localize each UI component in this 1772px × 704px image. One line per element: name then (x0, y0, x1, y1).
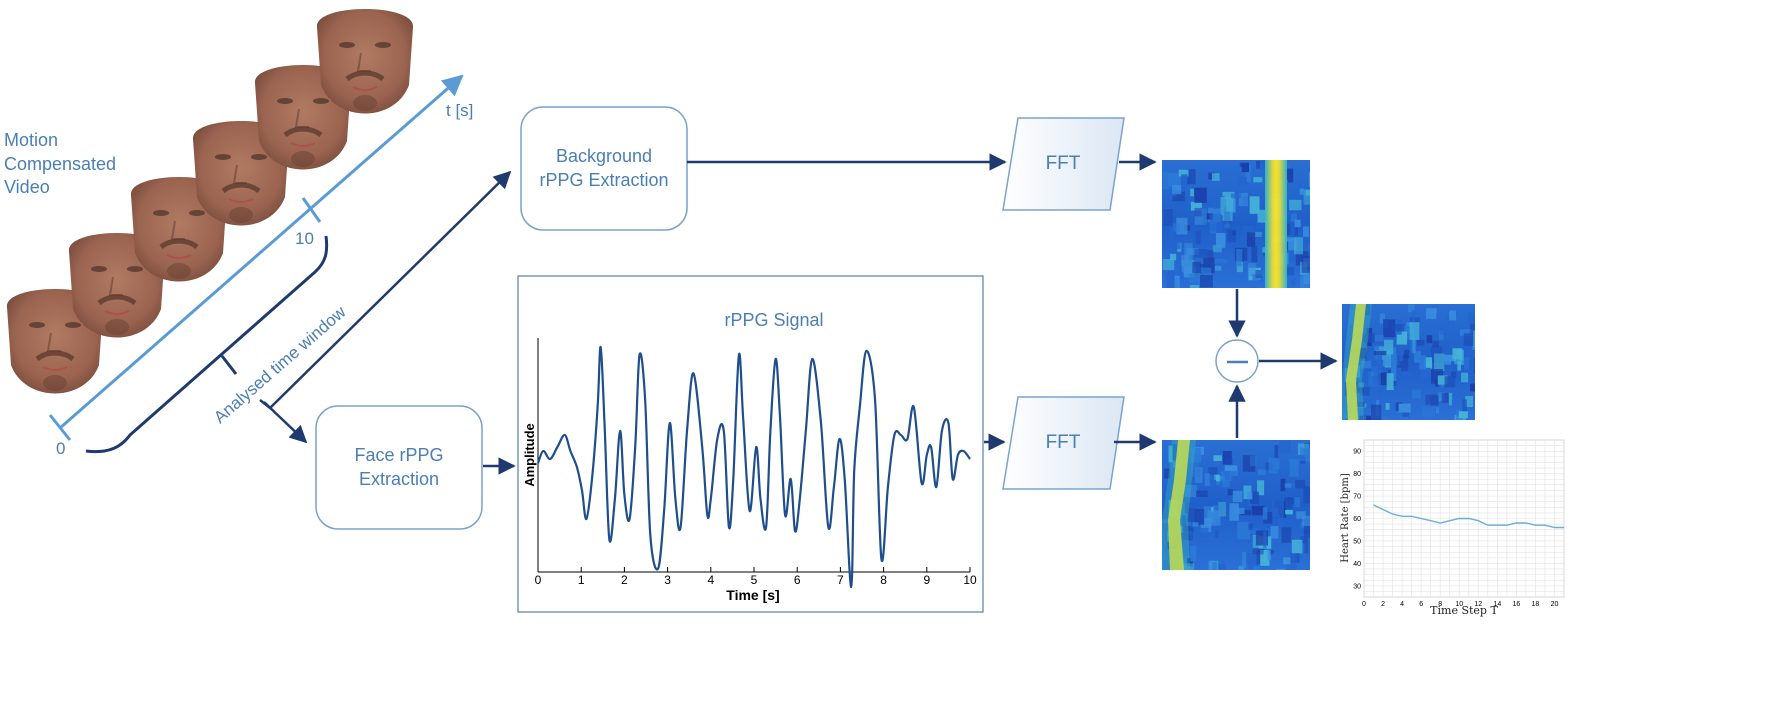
hr-x-tick-label: 4 (1400, 601, 1404, 608)
rppg-x-tick-label: 2 (621, 573, 628, 587)
arrow-to-background (259, 170, 512, 410)
spectrogram-background (1162, 160, 1310, 288)
hr-y-label: Heart Rate [bpm] (1340, 473, 1351, 563)
hr-x-tick-label: 18 (1532, 601, 1540, 608)
background-block-line-1: Background (556, 146, 652, 166)
hr-x-tick-label: 16 (1512, 601, 1520, 608)
video-title: Motion Compensated Video (4, 130, 116, 197)
time-axis-tick-end-label: 10 (295, 229, 314, 248)
background-block-line-2: rPPG Extraction (539, 170, 668, 190)
video-title-line-1: Motion (4, 130, 58, 150)
hr-x-label: Time Step T (1430, 604, 1498, 617)
rppg-chart-title: rPPG Signal (724, 310, 823, 330)
hr-y-tick-label: 70 (1353, 494, 1361, 501)
hr-x-tick-label: 6 (1419, 601, 1423, 608)
face-block-line-2: Extraction (359, 469, 439, 489)
time-axis-tick-start-label: 0 (56, 439, 65, 458)
face-icon (316, 9, 414, 114)
heart-rate-chart: 0 2 4 6 8 10 12 14 16 18 20 30 40 50 60 70 80 90 Time Ste… (1340, 439, 1565, 617)
fft-block-bottom: FFT (1002, 396, 1125, 490)
rppg-x-tick-label: 5 (751, 573, 758, 587)
fft-top-label: FFT (1046, 153, 1081, 174)
subtract-node (1215, 339, 1259, 383)
hr-x-tick-label: 8 (1438, 601, 1442, 608)
hr-y-tick-label: 50 (1353, 538, 1361, 545)
rppg-x-tick-label: 4 (707, 573, 714, 587)
hr-y-tick-label: 40 (1353, 561, 1361, 568)
hr-x-tick-label: 12 (1474, 601, 1482, 608)
arrow-to-face (263, 401, 308, 444)
hr-x-tick-label: 20 (1551, 601, 1559, 608)
time-axis-tick-end (301, 197, 322, 223)
hr-y-tick-label: 30 (1353, 583, 1361, 590)
video-title-line-3: Video (4, 177, 50, 197)
time-axis-arrow (59, 74, 464, 430)
hr-x-tick-label: 10 (1455, 601, 1463, 608)
rppg-x-tick-label: 10 (963, 573, 977, 587)
rppg-x-label: Time [s] (726, 587, 779, 603)
video-frame-6 (316, 9, 414, 114)
spectrogram-face (1162, 440, 1310, 570)
fft-block-top: FFT (1002, 117, 1125, 211)
rppg-x-tick-label: 1 (578, 573, 585, 587)
time-axis-label: t [s] (446, 101, 473, 120)
hr-x-tick-label: 14 (1493, 601, 1501, 608)
fft-bottom-label: FFT (1046, 432, 1081, 453)
video-frame-stack (6, 9, 414, 394)
hr-x-tick-label: 0 (1362, 601, 1366, 608)
face-block-line-1: Face rPPG (354, 445, 443, 465)
hr-y-tick-label: 80 (1353, 471, 1361, 478)
rppg-signal-line (536, 345, 971, 589)
rppg-y-label: Amplitude (522, 423, 537, 487)
video-title-line-2: Compensated (4, 154, 116, 174)
spectrogram-result (1342, 304, 1475, 420)
rppg-signal-chart: rPPG Signal 0 1 2 3 4 5 6 7 8 9 10 Time [s] Amplit… (517, 275, 984, 613)
hr-y-tick-label: 60 (1353, 516, 1361, 523)
time-axis: 0 10 t [s] (48, 74, 473, 458)
rppg-x-tick-label: 3 (664, 573, 671, 587)
face-extraction-block: Face rPPG Extraction (315, 405, 483, 530)
rppg-x-tick-label: 9 (923, 573, 930, 587)
time-axis-tick-start (48, 414, 72, 441)
hr-y-tick-label: 90 (1353, 449, 1361, 456)
hr-x-tick-label: 2 (1381, 601, 1385, 608)
background-extraction-block: Background rPPG Extraction (520, 106, 688, 231)
hr-series-line (1373, 504, 1564, 529)
rppg-x-tick-label: 0 (535, 573, 542, 587)
rppg-x-tick-label: 8 (880, 573, 887, 587)
rppg-x-tick-label: 7 (837, 573, 844, 587)
rppg-x-tick-label: 6 (794, 573, 801, 587)
